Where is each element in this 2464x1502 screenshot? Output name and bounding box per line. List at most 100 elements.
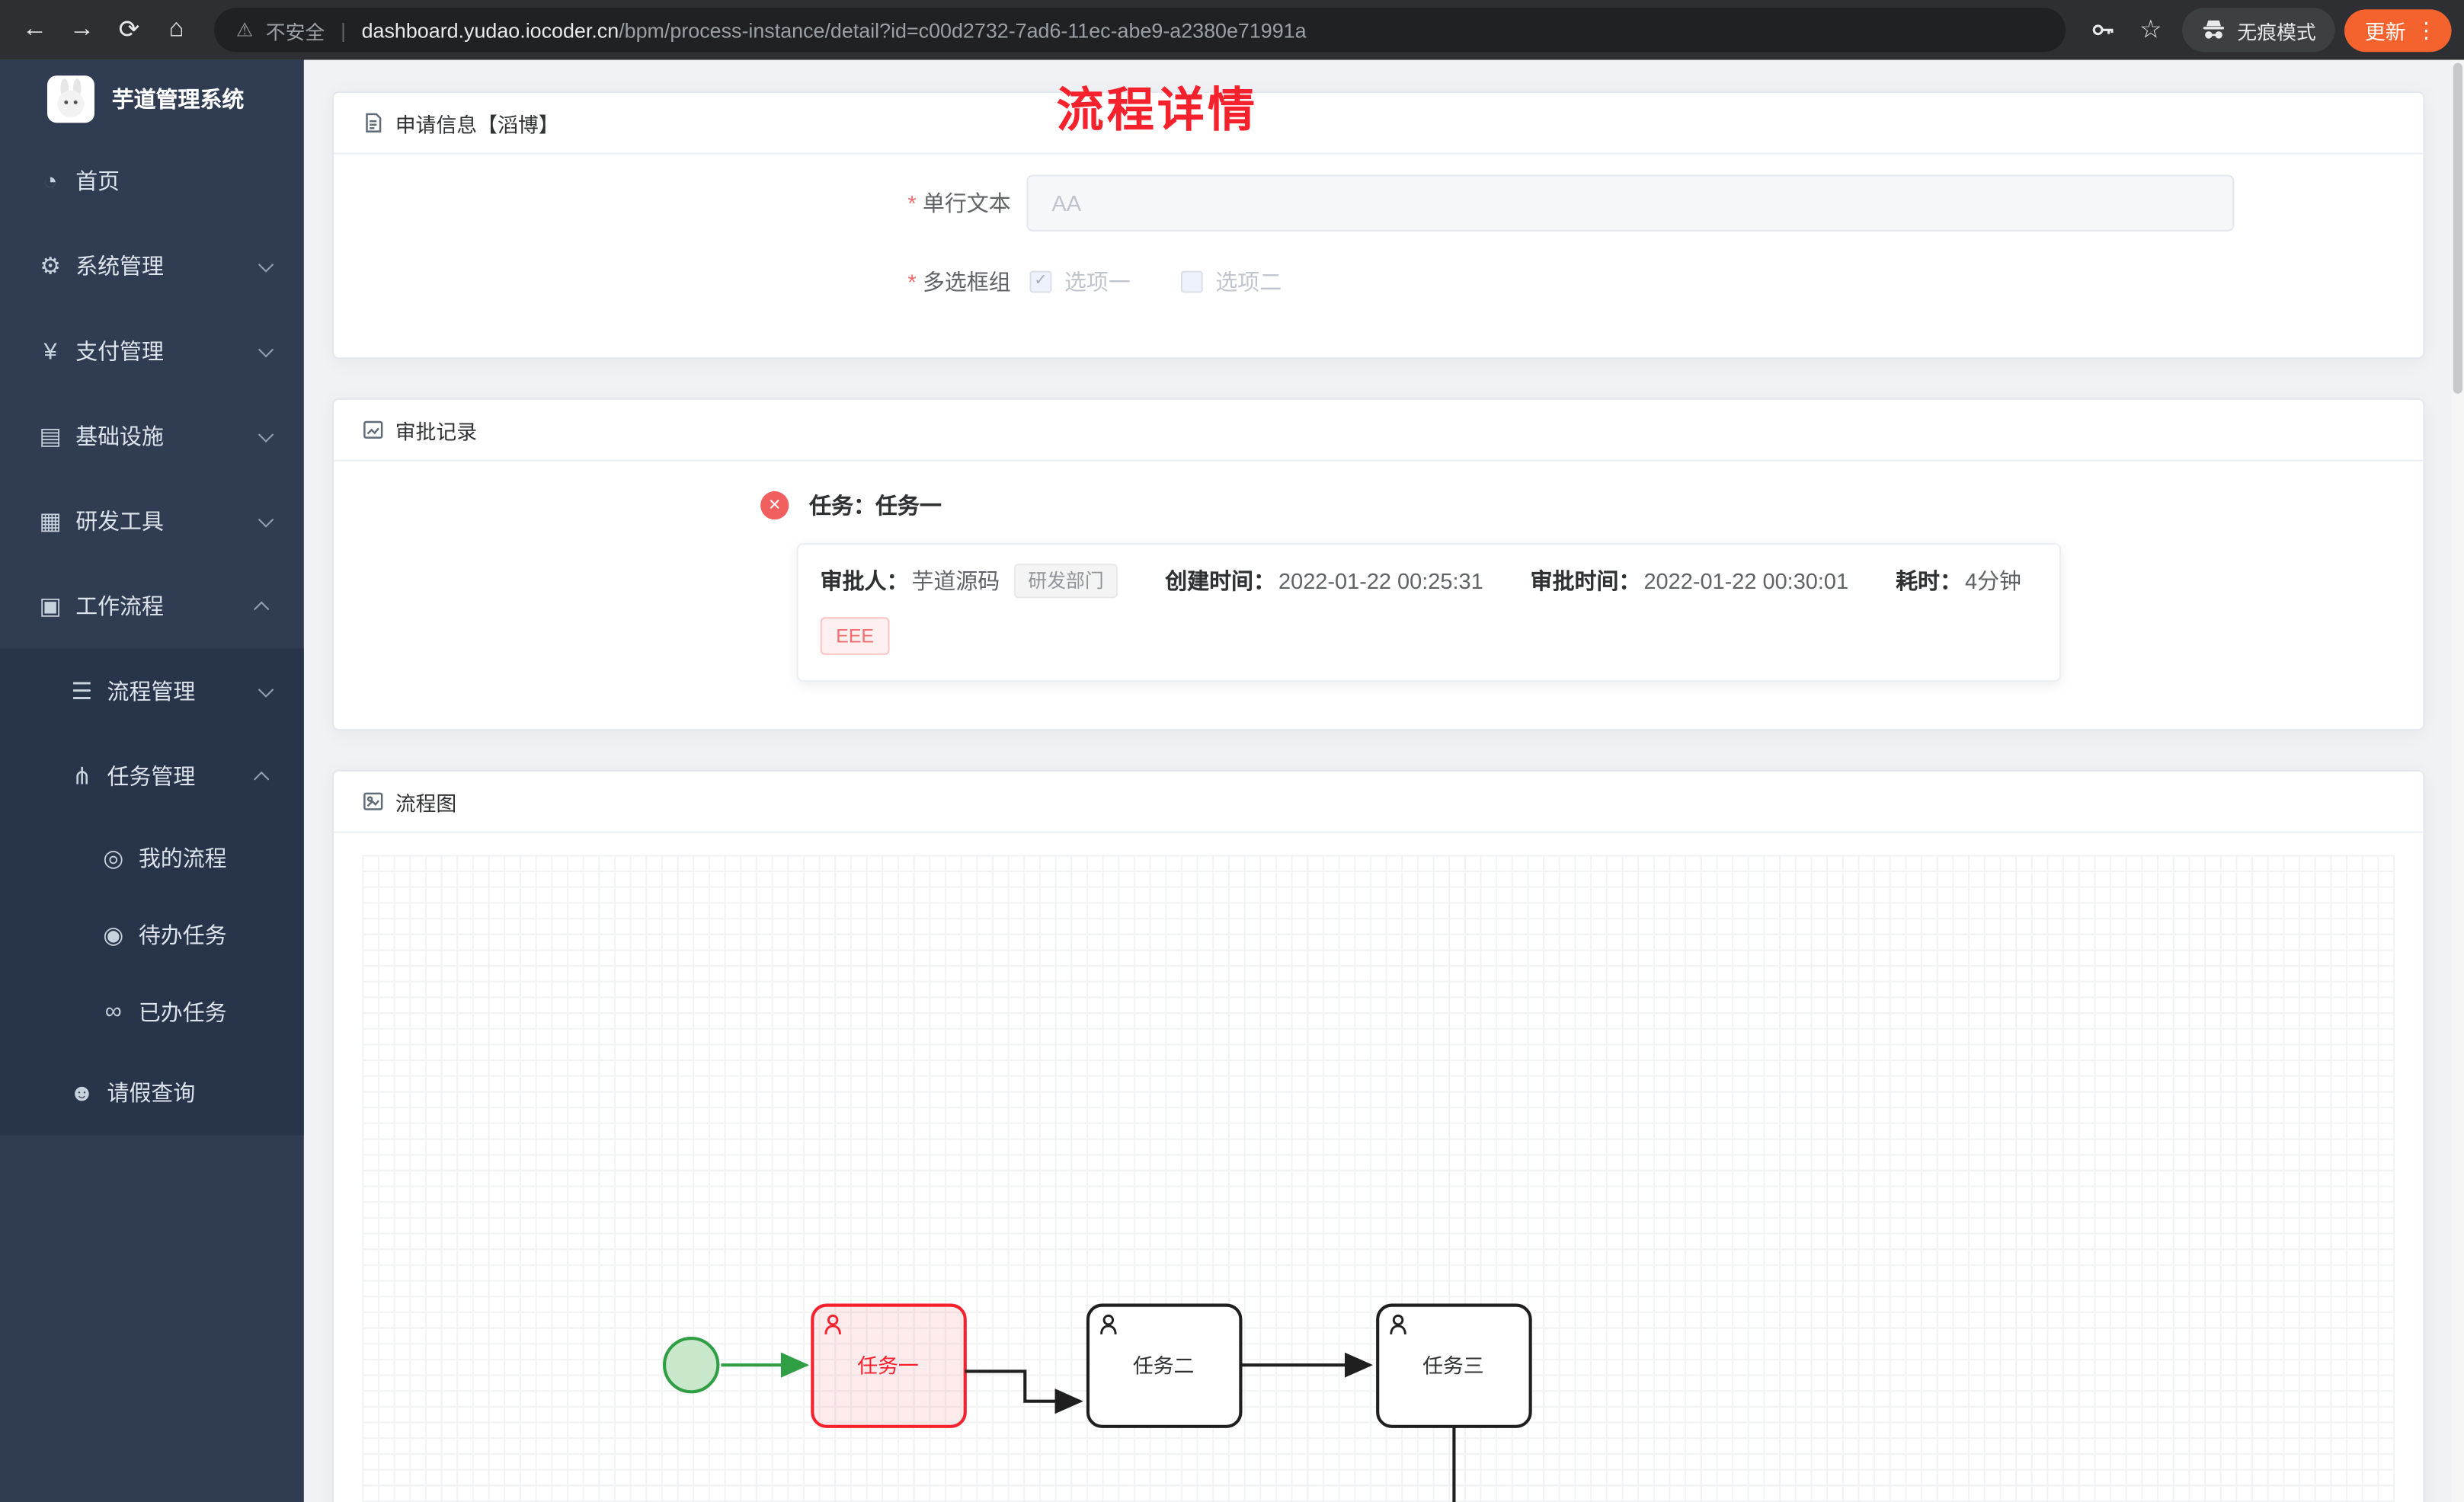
forward-icon[interactable]: → (69, 15, 94, 43)
apply-info-card: 申请信息【滔博】 *单行文本 *多选框组 ✓ 选项一 (332, 91, 2425, 360)
security-label: 不安全 (265, 21, 325, 43)
dashboard-icon: ◔ (43, 168, 58, 195)
sidebar-item-devtools[interactable]: ▦ 研发工具 (0, 478, 304, 564)
checkbox-unchecked-icon[interactable] (1180, 270, 1203, 293)
home-icon[interactable]: ⌂ (168, 15, 184, 43)
incognito-badge: 无痕模式 (2182, 8, 2335, 53)
chevron-down-icon (258, 340, 274, 357)
yen-icon: ¥ (43, 337, 57, 365)
url-text: dashboard.yudao.iocoder.cn/bpm/process-i… (362, 18, 1307, 42)
browser-toolbar: ← → ⟳ ⌂ ⚠ 不安全 | dashboard.yudao.iocoder.… (0, 0, 2464, 60)
checkbox-group-label: *多选框组 (907, 269, 1011, 295)
sidebar-item-label: 基础设施 (75, 423, 164, 449)
record-icon (363, 420, 383, 439)
address-bar[interactable]: ⚠ 不安全 | dashboard.yudao.iocoder.cn/bpm/p… (214, 8, 2066, 53)
devtools-icon: ▦ (39, 508, 62, 535)
checkbox-option-label: 选项二 (1215, 269, 1282, 295)
approver-group: 审批人： 芋道源码 研发部门 (821, 564, 1118, 599)
chevron-down-icon (258, 256, 274, 272)
update-button[interactable]: 更新 ⋮ (2344, 8, 2452, 52)
checkbox-group: ✓ 选项一 选项二 (1029, 266, 1282, 297)
app-logo (46, 75, 94, 123)
single-line-text-input[interactable] (1026, 174, 2235, 232)
checkbox-option-1[interactable]: ✓ 选项一 (1029, 266, 1131, 297)
required-asterisk: * (907, 190, 917, 216)
process-list-icon: ☰ (71, 678, 93, 706)
sidebar-item-leave-query[interactable]: ☻ 请假查询 (0, 1050, 304, 1136)
timeline-task-row: ✕ 任务：任务一 (365, 490, 2392, 521)
workflow-submenu: ☰ 流程管理 ⋔ 任务管理 ◎ 我的流程 ◉ 待办任务 ∞ 已办任务 (0, 648, 304, 1136)
task-title: 任务：任务一 (809, 493, 942, 519)
url-path: /bpm/process-instance/detail?id=c00d2732… (619, 18, 1307, 42)
sidebar-item-todo-tasks[interactable]: ◉ 待办任务 (0, 896, 304, 973)
text-field-label: *单行文本 (907, 190, 1011, 216)
checkbox-checked-icon[interactable]: ✓ (1029, 270, 1052, 293)
key-icon[interactable] (2082, 8, 2126, 52)
refresh-icon[interactable]: ⟳ (118, 17, 140, 44)
bpmn-task-1[interactable]: 任务一 (811, 1303, 967, 1428)
sidebar-item-process-mgmt[interactable]: ☰ 流程管理 (0, 649, 304, 734)
sidebar-item-payment-mgmt[interactable]: ¥ 支付管理 (0, 308, 304, 394)
user-task-icon (1100, 1314, 1117, 1334)
sidebar-item-label: 流程管理 (107, 678, 196, 704)
bpmn-task-2[interactable]: 任务二 (1086, 1303, 1243, 1428)
dept-tag: 研发部门 (1013, 564, 1118, 599)
bpmn-start-event[interactable] (662, 1336, 720, 1394)
checkbox-option-label: 选项一 (1064, 269, 1131, 295)
sidebar-item-workflow[interactable]: ▣ 工作流程 (0, 564, 304, 649)
back-icon[interactable]: ← (21, 15, 47, 43)
sidebar-item-label: 任务管理 (107, 763, 196, 789)
apply-info-title: 申请信息【滔博】 (395, 112, 559, 136)
create-time-value: 2022-01-22 00:25:31 (1278, 568, 1483, 594)
apply-form: *单行文本 *多选框组 ✓ 选项一 选项二 (334, 155, 2423, 358)
sidebar-item-task-mgmt[interactable]: ⋔ 任务管理 (0, 733, 304, 819)
menu-kebab-icon[interactable]: ⋮ (2415, 17, 2437, 43)
bpmn-flow-task1-task2 (965, 1369, 1083, 1414)
sidebar-item-my-process[interactable]: ◎ 我的流程 (0, 819, 304, 896)
sidebar-item-label: 研发工具 (75, 508, 164, 534)
sidebar-item-label: 工作流程 (75, 593, 164, 619)
bpmn-task-3[interactable]: 任务三 (1376, 1303, 1532, 1428)
duration-group: 耗时： 4分钟 (1896, 565, 2021, 596)
workflow-icon: ▣ (39, 593, 62, 621)
star-icon[interactable]: ☆ (2139, 17, 2162, 44)
duration-value: 4分钟 (1965, 568, 2021, 594)
task-branch-icon: ⋔ (72, 763, 92, 791)
rejected-status-icon: ✕ (760, 491, 789, 520)
sidebar-item-home[interactable]: ◔ 首页 (0, 139, 304, 224)
vertical-scrollbar[interactable] (2451, 59, 2464, 1502)
warning-icon: ⚠ (235, 18, 254, 41)
approval-record-header: 审批记录 (334, 400, 2424, 462)
sidebar-item-label: 待办任务 (138, 922, 227, 948)
sidebar-item-done-tasks[interactable]: ∞ 已办任务 (0, 973, 304, 1050)
chevron-down-icon (258, 681, 274, 697)
sidebar-item-system-mgmt[interactable]: ⚙ 系统管理 (0, 224, 304, 309)
app-title: 芋道管理系统 (111, 86, 245, 112)
eye-icon: ◉ (103, 922, 124, 949)
bpmn-canvas[interactable]: 任务一 任务二 (362, 855, 2395, 1502)
approval-timeline: ✕ 任务：任务一 审批人： 芋道源码 研发部门 创建时间： 2022-01-22… (334, 462, 2423, 729)
required-asterisk: * (907, 269, 917, 295)
page-title: 流程详情 (1056, 85, 1259, 137)
bpmn-task-1-label: 任务一 (857, 1355, 919, 1378)
scrollbar-thumb[interactable] (2453, 62, 2463, 394)
comment-tag: EEE (820, 617, 890, 655)
chevron-down-icon (258, 426, 274, 442)
app-logo-row[interactable]: 芋道管理系统 (0, 60, 304, 139)
my-process-icon: ◎ (103, 844, 124, 872)
bpmn-task-3-label: 任务三 (1422, 1355, 1484, 1378)
apply-info-header: 申请信息【滔博】 (334, 93, 2424, 155)
sidebar: 芋道管理系统 ◔ 首页 ⚙ 系统管理 ¥ 支付管理 ▤ 基础设施 ▦ 研发工具 … (0, 59, 304, 1502)
chevron-up-icon (253, 600, 270, 616)
sidebar-item-label: 请假查询 (107, 1080, 196, 1106)
update-label: 更新 (2364, 19, 2406, 43)
document-icon (366, 113, 382, 133)
diagram-icon (363, 792, 383, 810)
sidebar-item-infrastructure[interactable]: ▤ 基础设施 (0, 394, 304, 479)
checkbox-option-2[interactable]: 选项二 (1180, 266, 1282, 297)
process-diagram-card: 流程图 (332, 769, 2425, 1502)
create-time-group: 创建时间： 2022-01-22 00:25:31 (1165, 565, 1483, 596)
duration-label: 耗时： (1896, 568, 1962, 594)
sidebar-item-label: 已办任务 (138, 999, 227, 1024)
